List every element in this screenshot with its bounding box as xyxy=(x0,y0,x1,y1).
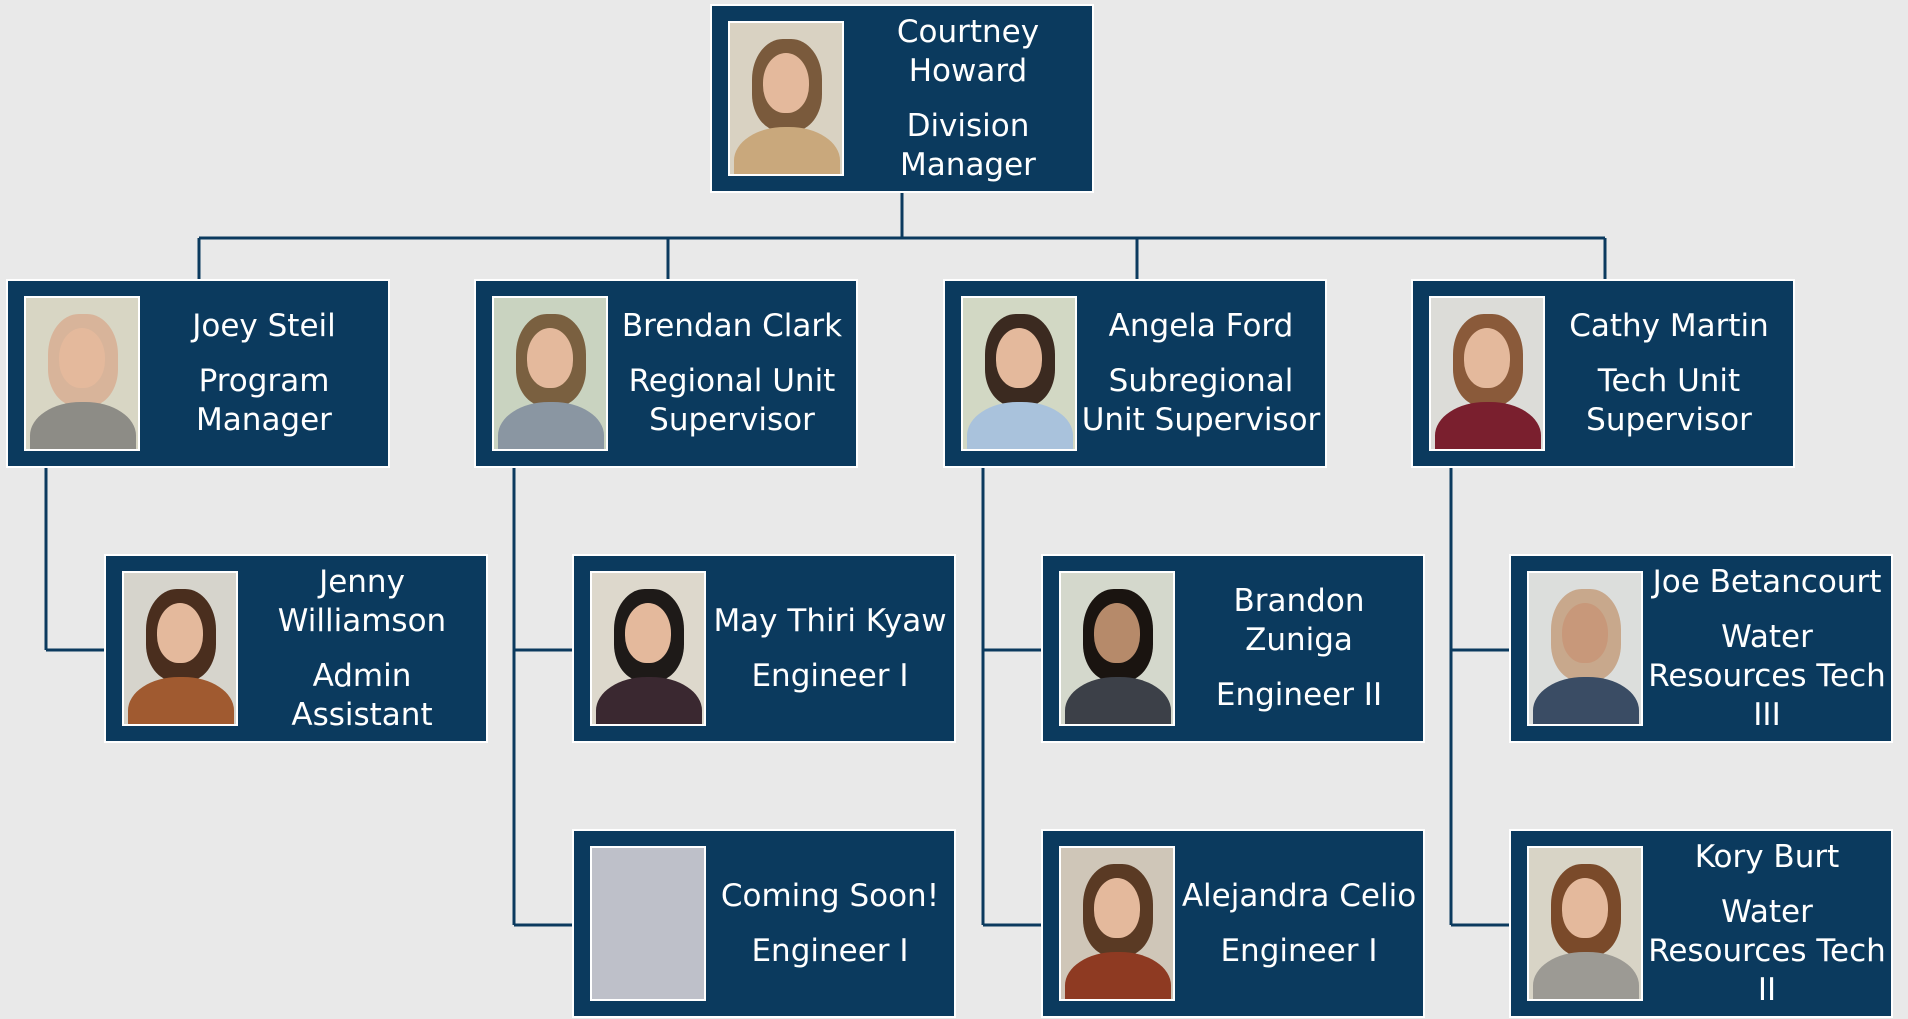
person-photo xyxy=(1059,846,1175,1001)
person-photo xyxy=(24,296,140,451)
person-title: Engineer I xyxy=(1220,932,1378,969)
person-name: Coming Soon! xyxy=(720,877,940,914)
person-title: Water Resources Tech II xyxy=(1648,893,1886,1008)
person-photo xyxy=(590,571,706,726)
person-name: Brendan Clark xyxy=(621,308,843,344)
person-title: Engineer II xyxy=(1215,677,1383,713)
person-card-manager: Brendan Clark Regional Unit Supervisor xyxy=(474,279,858,468)
person-name: Kory Burt xyxy=(1694,838,1840,875)
person-title: Admin Assistant xyxy=(291,657,433,733)
person-title: Program Manager xyxy=(196,363,332,438)
person-name: May Thiri Kyaw xyxy=(713,602,947,639)
person-card-report: Brandon Zuniga Engineer II xyxy=(1041,554,1425,743)
person-card-manager: Joey Steil Program Manager xyxy=(6,279,390,468)
person-photo xyxy=(122,571,238,726)
person-card-manager: Cathy Martin Tech Unit Supervisor xyxy=(1411,279,1795,468)
person-name: Alejandra Celio xyxy=(1181,877,1417,914)
person-title: Regional Unit Supervisor xyxy=(628,363,836,438)
person-name: Brandon Zuniga xyxy=(1233,583,1365,658)
person-photo xyxy=(492,296,608,451)
person-title: Engineer I xyxy=(751,932,909,969)
person-card-report: May Thiri Kyaw Engineer I xyxy=(572,554,956,743)
person-card-root: Courtney Howard Division Manager xyxy=(710,4,1094,193)
person-card-report: Coming Soon! Engineer I xyxy=(572,829,956,1018)
person-photo xyxy=(1059,571,1175,726)
person-name: Joe Betancourt xyxy=(1652,563,1882,600)
person-name: Courtney Howard xyxy=(896,13,1040,89)
person-name: Angela Ford xyxy=(1108,308,1294,344)
person-name: Cathy Martin xyxy=(1569,308,1769,344)
person-name: Jenny Williamson xyxy=(277,563,447,639)
photo-placeholder xyxy=(590,846,706,1001)
person-photo xyxy=(1527,846,1643,1001)
person-title: Division Manager xyxy=(900,107,1036,183)
person-card-report: Joe Betancourt Water Resources Tech III xyxy=(1509,554,1893,743)
person-card-manager: Angela Ford Subregional Unit Supervisor xyxy=(943,279,1327,468)
person-title: Water Resources Tech III xyxy=(1648,618,1886,733)
person-card-report: Alejandra Celio Engineer I xyxy=(1041,829,1425,1018)
person-card-report: Jenny Williamson Admin Assistant xyxy=(104,554,488,743)
person-photo xyxy=(1527,571,1643,726)
person-card-report: Kory Burt Water Resources Tech II xyxy=(1509,829,1893,1018)
person-photo xyxy=(728,21,844,176)
person-title: Tech Unit Supervisor xyxy=(1586,363,1752,438)
person-photo xyxy=(1429,296,1545,451)
person-title: Engineer I xyxy=(751,657,909,694)
person-title: Subregional Unit Supervisor xyxy=(1081,363,1321,438)
person-name: Joey Steil xyxy=(192,308,336,344)
person-photo xyxy=(961,296,1077,451)
